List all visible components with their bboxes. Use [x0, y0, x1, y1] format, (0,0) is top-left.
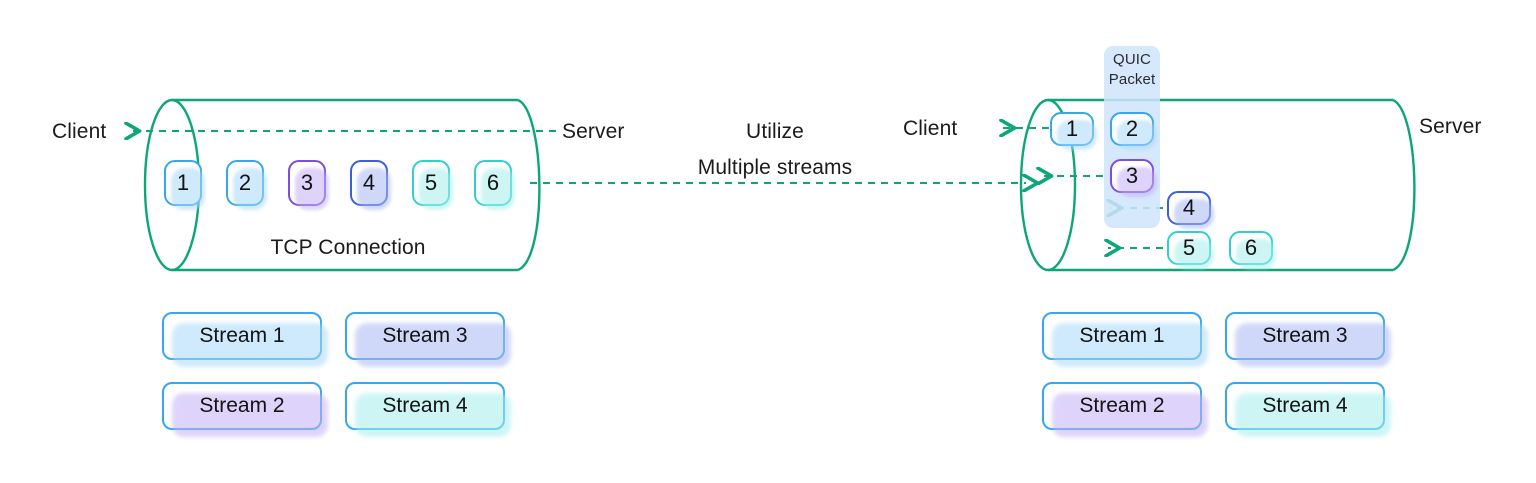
right-legend-stream-3[interactable]: Stream 3 — [1225, 312, 1385, 360]
left-packet-6[interactable]: 6 — [474, 160, 512, 206]
right-legend-stream-4[interactable]: Stream 4 — [1225, 382, 1385, 430]
left-legend-stream-1[interactable]: Stream 1 — [162, 312, 322, 360]
right-packet-1[interactable]: 1 — [1050, 112, 1094, 146]
tcp-connection-cylinder — [143, 98, 541, 272]
left-packet-3[interactable]: 3 — [288, 160, 326, 206]
right-client-label: Client — [903, 117, 958, 140]
left-packet-1[interactable]: 1 — [164, 160, 202, 206]
left-packet-2[interactable]: 2 — [226, 160, 264, 206]
left-server-label: Server — [562, 120, 625, 143]
right-packet-6[interactable]: 6 — [1229, 231, 1273, 265]
left-legend-stream-4[interactable]: Stream 4 — [345, 382, 505, 430]
quic-packet-label: QUIC Packet — [1108, 51, 1156, 88]
right-packet-5[interactable]: 5 — [1167, 231, 1211, 265]
tcp-connection-label: TCP Connection — [270, 236, 426, 259]
left-packet-5[interactable]: 5 — [412, 160, 450, 206]
right-packet-2[interactable]: 2 — [1110, 112, 1154, 146]
utilize-caption-line-1: Utilize — [746, 120, 804, 143]
left-client-label: Client — [52, 120, 107, 143]
right-server-label: Server — [1419, 115, 1482, 138]
right-packet-3[interactable]: 3 — [1110, 159, 1154, 193]
right-legend-stream-2[interactable]: Stream 2 — [1042, 382, 1202, 430]
left-packet-4[interactable]: 4 — [350, 160, 388, 206]
left-legend-stream-3[interactable]: Stream 3 — [345, 312, 505, 360]
utilize-caption-line-2: Multiple streams — [697, 156, 853, 179]
left-legend-stream-2[interactable]: Stream 2 — [162, 382, 322, 430]
right-legend-stream-1[interactable]: Stream 1 — [1042, 312, 1202, 360]
right-packet-4[interactable]: 4 — [1167, 191, 1211, 225]
